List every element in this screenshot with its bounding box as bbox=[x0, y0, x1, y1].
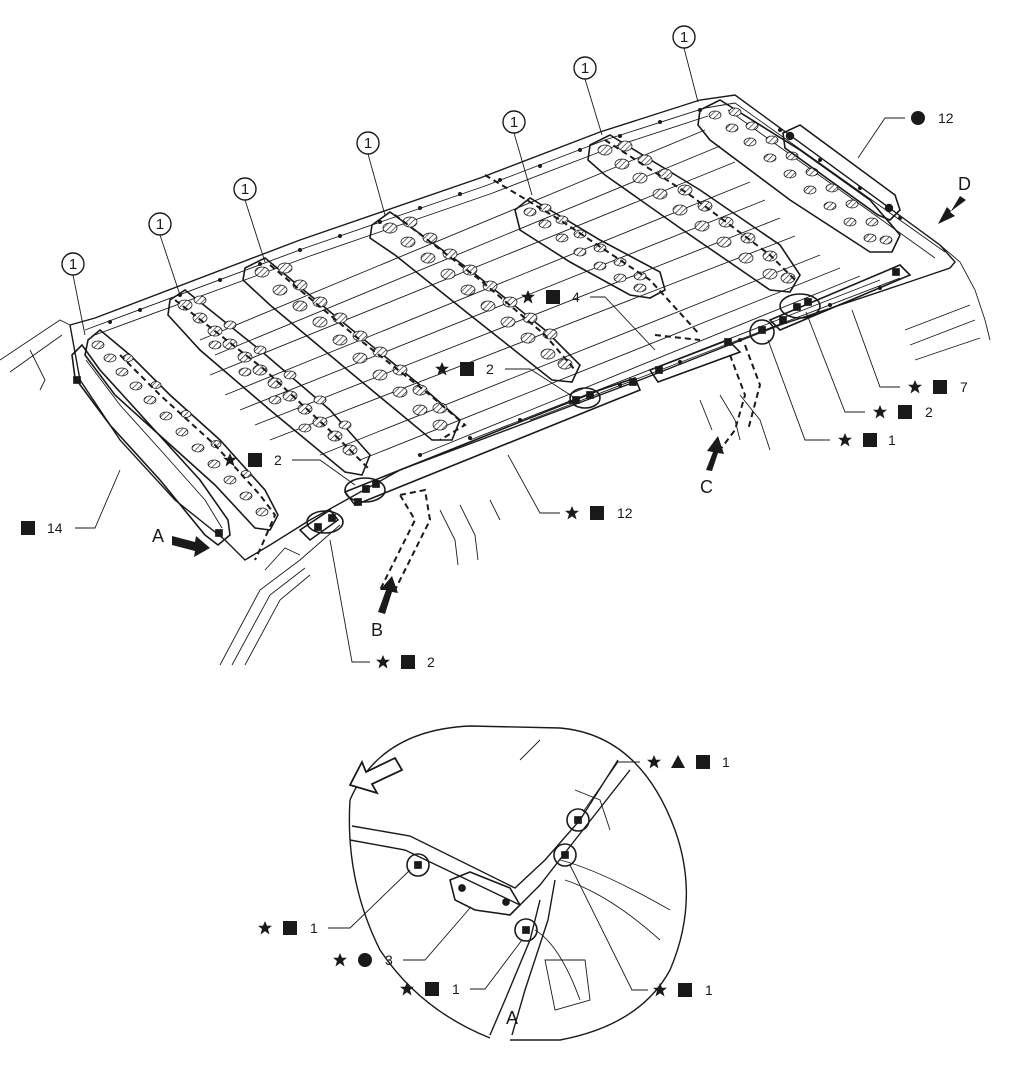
detail-outline bbox=[349, 725, 688, 1041]
svg-text:A: A bbox=[152, 526, 164, 546]
callout-1-g: 1 bbox=[672, 25, 699, 103]
detail-bracket bbox=[449, 871, 522, 916]
svg-text:1: 1 bbox=[69, 256, 77, 273]
callout-1-c: 1 bbox=[233, 177, 266, 263]
callout-1-d: 1 bbox=[356, 131, 386, 216]
label-right-2: 2 bbox=[805, 311, 933, 420]
svg-text:1: 1 bbox=[722, 754, 730, 770]
detail-label-bottom-right-1: 1 bbox=[569, 864, 713, 998]
svg-text:1: 1 bbox=[581, 60, 589, 77]
label-bolt-12: 12 bbox=[857, 110, 954, 159]
detail-arrow-icon bbox=[348, 756, 404, 795]
view-arrow-b: B bbox=[371, 576, 398, 640]
svg-text:1: 1 bbox=[888, 432, 896, 448]
body-right bbox=[439, 244, 991, 566]
svg-text:D: D bbox=[958, 174, 971, 194]
label-center-2: 2 bbox=[435, 361, 576, 399]
svg-text:1: 1 bbox=[241, 181, 249, 198]
svg-text:3: 3 bbox=[385, 952, 393, 968]
detail-label-left-3: 3 bbox=[333, 907, 471, 968]
label-left-14: 14 bbox=[21, 469, 121, 536]
callout-1-a: 1 bbox=[61, 252, 86, 336]
view-arrow-a: A bbox=[152, 526, 210, 557]
detail-label-bottom-1: 1 bbox=[400, 939, 523, 997]
rail-dots bbox=[108, 108, 902, 457]
side-rails bbox=[71, 124, 912, 547]
svg-text:1: 1 bbox=[452, 981, 460, 997]
svg-text:7: 7 bbox=[960, 379, 968, 395]
part-callouts: 1 1 1 1 1 bbox=[61, 25, 699, 336]
svg-text:2: 2 bbox=[427, 654, 435, 670]
svg-text:12: 12 bbox=[938, 110, 954, 126]
svg-text:1: 1 bbox=[510, 114, 518, 131]
view-arrow-d: D bbox=[938, 174, 971, 224]
svg-text:4: 4 bbox=[572, 289, 580, 305]
dashed-boundaries bbox=[119, 139, 796, 591]
label-center-4: 4 bbox=[521, 289, 656, 351]
callout-1-e: 1 bbox=[502, 110, 533, 196]
label-bottom-12: 12 bbox=[507, 454, 633, 521]
label-left-2: 2 bbox=[223, 452, 356, 486]
detail-view: 1 1 3 1 1 A bbox=[258, 725, 730, 1041]
sealant-patches bbox=[84, 99, 901, 531]
callout-1-b: 1 bbox=[148, 212, 181, 296]
label-bottom-2: 2 bbox=[329, 539, 435, 670]
detail-label-left-1: 1 bbox=[258, 869, 411, 936]
svg-text:B: B bbox=[371, 620, 383, 640]
svg-text:2: 2 bbox=[925, 404, 933, 420]
roof-view: 1 1 1 1 1 bbox=[0, 25, 991, 670]
svg-text:1: 1 bbox=[156, 216, 164, 233]
svg-text:12: 12 bbox=[617, 505, 633, 521]
svg-text:2: 2 bbox=[486, 361, 494, 377]
svg-text:1: 1 bbox=[680, 29, 688, 46]
svg-text:1: 1 bbox=[364, 135, 372, 152]
svg-text:1: 1 bbox=[310, 920, 318, 936]
fasteners bbox=[73, 131, 900, 537]
view-arrow-c: C bbox=[700, 436, 724, 497]
svg-text:14: 14 bbox=[47, 520, 63, 536]
callout-1-f: 1 bbox=[573, 56, 603, 136]
circle-symbol bbox=[911, 111, 925, 125]
detail-view-letter: A bbox=[506, 1008, 518, 1028]
svg-text:C: C bbox=[700, 477, 713, 497]
svg-text:1: 1 bbox=[705, 982, 713, 998]
label-right-7: 7 bbox=[851, 309, 968, 395]
svg-text:2: 2 bbox=[274, 452, 282, 468]
body-left bbox=[0, 319, 341, 666]
detail-label-top-right-1: 1 bbox=[582, 754, 730, 813]
label-right-1: 1 bbox=[767, 339, 896, 448]
